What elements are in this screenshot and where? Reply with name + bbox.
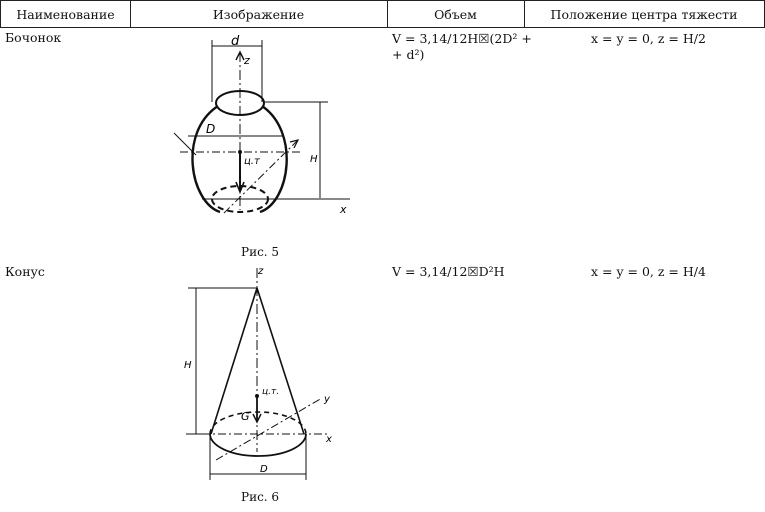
barrel-H-label: H bbox=[310, 154, 318, 165]
cone-y-label: y bbox=[323, 394, 331, 405]
figure-5-caption: Рис. 5 bbox=[241, 245, 280, 259]
cone-ct-label: ц.т. bbox=[262, 387, 279, 397]
cone-figure: z H ц.т. G y x D bbox=[184, 266, 332, 480]
cone-D-label: D bbox=[260, 464, 268, 475]
cone-x-label: x bbox=[325, 434, 332, 445]
header-image: Изображение bbox=[130, 0, 388, 28]
barrel-D-label: D bbox=[206, 122, 215, 136]
header-volume: Объем bbox=[387, 0, 525, 28]
header-center-of-gravity: Положение центра тяжести bbox=[524, 0, 765, 28]
cone-z-label: z bbox=[257, 266, 264, 277]
figure-6-caption: Рис. 6 bbox=[241, 490, 280, 504]
cone-H-label: H bbox=[184, 360, 192, 371]
barrel-z-label: z bbox=[243, 54, 250, 67]
row-cone-name: Конус bbox=[5, 264, 45, 279]
barrel-x-label: x bbox=[339, 203, 347, 216]
cone-G-label: G bbox=[241, 410, 250, 423]
row-barrel-volume-line2: + d²) bbox=[392, 47, 425, 62]
row-barrel-center: x = y = 0, z = H/2 bbox=[591, 31, 706, 46]
row-barrel-volume: V = 3,14/12H☒(2D² + + d²) bbox=[392, 31, 532, 63]
row-cone-volume: V = 3,14/12☒D²H bbox=[392, 264, 505, 279]
row-cone-center: x = y = 0, z = H/4 bbox=[591, 264, 706, 279]
row-barrel-volume-line1: V = 3,14/12H☒(2D² + bbox=[392, 31, 532, 46]
header-name: Наименование bbox=[0, 0, 131, 28]
barrel-ct-label: ц.т bbox=[244, 156, 261, 167]
row-barrel-name: Бочонок bbox=[5, 30, 62, 45]
barrel-d-label: d bbox=[231, 34, 240, 49]
barrel-figure: d z D ц.т H x bbox=[173, 34, 350, 216]
